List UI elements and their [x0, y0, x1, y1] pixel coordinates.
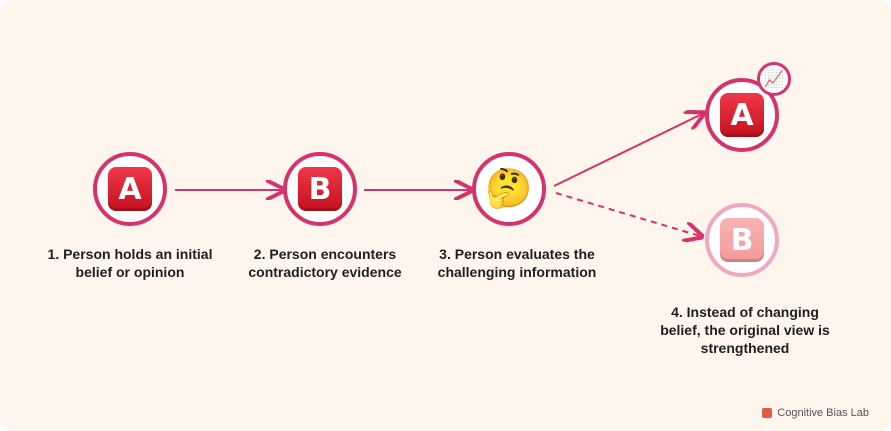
chart-increasing-icon: 📈	[757, 62, 791, 96]
node-rejected-belief: B	[705, 203, 779, 277]
brand-watermark: Cognitive Bias Lab	[762, 407, 869, 419]
node-contradictory-evidence: B	[283, 152, 357, 226]
step-1-line-2: belief or opinion	[75, 264, 185, 280]
step-2-label: 2. Person encounters contradictory evide…	[225, 245, 425, 281]
letter-a-icon: A	[108, 167, 152, 211]
brand-name: Cognitive Bias Lab	[777, 407, 869, 419]
node-strengthened-belief: A	[705, 78, 779, 152]
step-4-line-2: belief, the original view is	[660, 322, 830, 338]
flag-icon	[762, 408, 773, 418]
letter-b-icon: B	[720, 218, 764, 262]
node-initial-belief: A	[93, 152, 167, 226]
step-1-label: 1. Person holds an initial belief or opi…	[30, 245, 230, 281]
letter-b-icon: B	[298, 167, 342, 211]
step-4-line-3: strengthened	[700, 340, 790, 356]
step-4-label: 4. Instead of changing belief, the origi…	[640, 303, 850, 357]
thinking-face-icon: 🤔	[485, 168, 533, 210]
step-1-line-1: 1. Person holds an initial	[47, 246, 213, 262]
step-2-line-1: 2. Person encounters	[253, 246, 397, 262]
step-4-line-1: 4. Instead of changing	[671, 304, 819, 320]
node-evaluation: 🤔	[472, 152, 546, 226]
letter-a-icon: A	[720, 93, 764, 137]
step-3-label: 3. Person evaluates the challenging info…	[412, 245, 622, 281]
step-3-line-2: challenging information	[437, 264, 597, 280]
step-2-line-2: contradictory evidence	[248, 264, 402, 280]
arrow-3-to-4b-dashed	[555, 192, 700, 236]
step-3-line-1: 3. Person evaluates the	[439, 246, 595, 262]
arrow-3-to-4a	[553, 114, 702, 187]
